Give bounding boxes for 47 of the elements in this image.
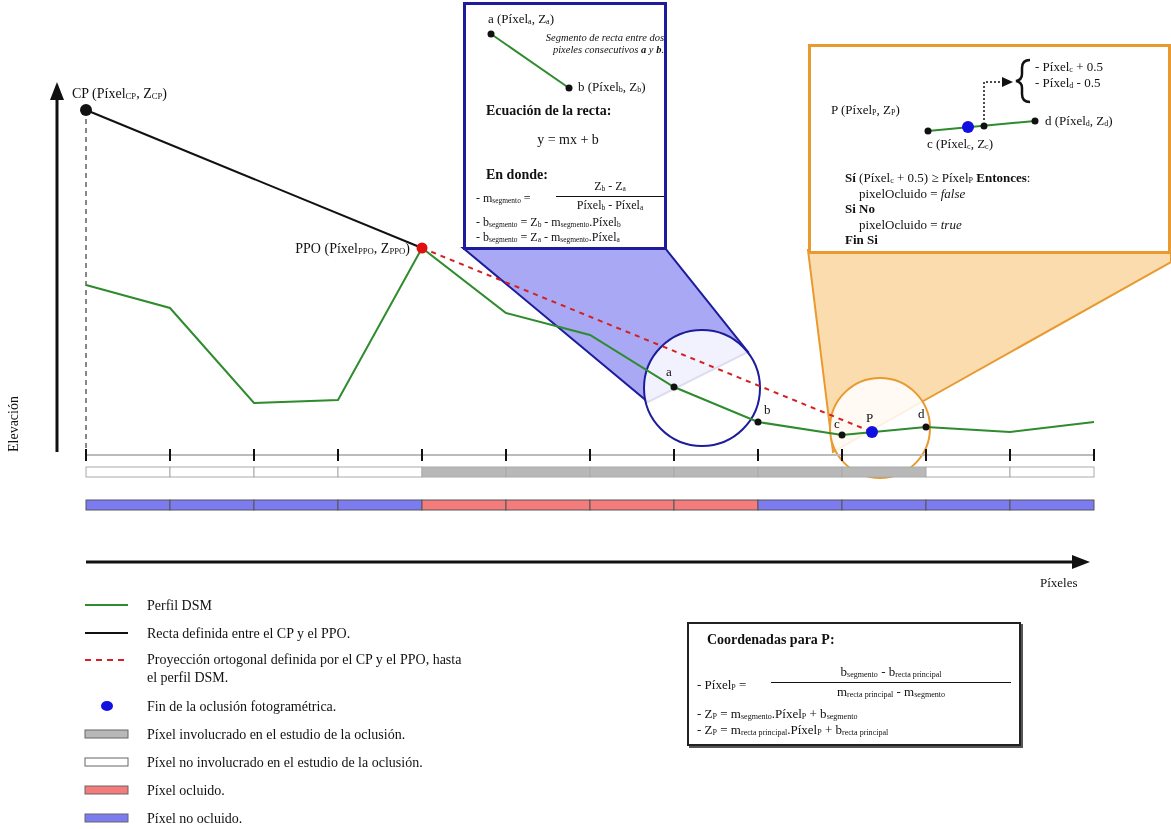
axis-label: Píxeles xyxy=(1040,575,1078,590)
equation: - b$_{segmento}$ = Z$_{b}$ - m$_{segmento}$.Píxel$_{b}$ xyxy=(476,215,621,231)
info-box xyxy=(687,622,1021,746)
legend-text: Perfil DSM xyxy=(147,597,212,615)
equation: - Z$_{P}$ = m$_{segmento}$.Píxel$_{P}$ + b$_{segmento}$ xyxy=(697,706,858,723)
equation: y = mx + b xyxy=(536,132,600,147)
equation: - b$_{segmento}$ = Z$_{a}$ - m$_{segmento}$.Píxel$_{a}$ xyxy=(476,230,620,246)
point-label: PPO (Píxel$_{PPO}$, Z$_{PPO}$) xyxy=(294,241,410,258)
equation: - m$_{segmento}$ = xyxy=(476,191,531,207)
point-label: d (Píxel$_{d}$, Z$_{d}$) xyxy=(1045,113,1113,130)
legend-text: Proyección ortogonal definida por el CP y el PPO, hasta el perfil DSM. xyxy=(147,651,463,687)
fraction-denominator: m$_{recta principal}$ - m$_{segmento}$ xyxy=(771,682,1011,701)
legend-text: Píxel involucrado en el estudio de la oclusión. xyxy=(147,726,406,744)
condition-text: - Píxel$_{c}$ + 0.5 xyxy=(1035,59,1103,76)
legend-text: Píxel ocluido. xyxy=(147,782,225,800)
condition-text: - Píxel$_{d}$ - 0.5 xyxy=(1035,75,1101,92)
code-line: Fin Si xyxy=(845,232,878,247)
legend-text: Píxel no involucrado en el estudio de la oclusión. xyxy=(147,754,423,772)
code-line: pixelOcluido = true xyxy=(859,217,962,232)
point-label: P (Píxel$_{P}$, Z$_{P}$) xyxy=(831,102,900,119)
code-line: Si No xyxy=(845,201,875,216)
info-box xyxy=(463,2,667,250)
point-label: CP (Píxel$_{CP}$, Z$_{CP}$) xyxy=(72,86,167,103)
fraction-numerator: Z$_{b}$ - Z$_{a}$ xyxy=(593,179,627,195)
point-label: a (Píxel$_{a}$, Z$_{a}$) xyxy=(488,11,555,28)
point-label: b (Píxel$_{b}$, Z$_{b}$) xyxy=(578,79,646,96)
equation: - Z$_{P}$ = m$_{recta principal}$.Píxel$_{P}$ + b$_{recta principal}$ xyxy=(697,722,889,739)
info-box xyxy=(808,44,1171,254)
heading: Coordenadas para P: xyxy=(707,632,835,647)
point-label: d xyxy=(918,406,925,421)
code-line: pixelOcluido = false xyxy=(859,186,966,201)
point-label: c (Píxel$_{c}$, Z$_{c}$) xyxy=(927,136,994,153)
code-line: Sí (Píxel$_{c}$ + 0.5) ≥ Píxel$_{P}$ Entonces: xyxy=(845,170,1031,187)
axis-label: Elevación xyxy=(6,396,21,452)
heading: Ecuación de la recta: xyxy=(486,103,612,118)
point-label: c xyxy=(834,416,840,431)
point-label: b xyxy=(764,402,771,417)
point-label: a xyxy=(666,364,672,379)
legend-text: Píxel no ocluido. xyxy=(147,810,243,828)
equation: - Píxel$_{P}$ = xyxy=(697,677,747,694)
heading: En donde: xyxy=(486,167,548,182)
legend-text: Recta definida entre el CP y el PPO. xyxy=(147,625,351,643)
legend-text: Fin de la oclusión fotogramétrica. xyxy=(147,698,337,716)
point-label: P xyxy=(866,410,874,425)
fraction-numerator: b$_{segmento}$ - b$_{recta principal}$ xyxy=(839,664,943,681)
fraction-denominator: Píxel$_{b}$ - Píxel$_{a}$ xyxy=(556,196,664,214)
note: Segmento de recta entre dos pixeles consecutivos a y b. xyxy=(544,32,664,56)
